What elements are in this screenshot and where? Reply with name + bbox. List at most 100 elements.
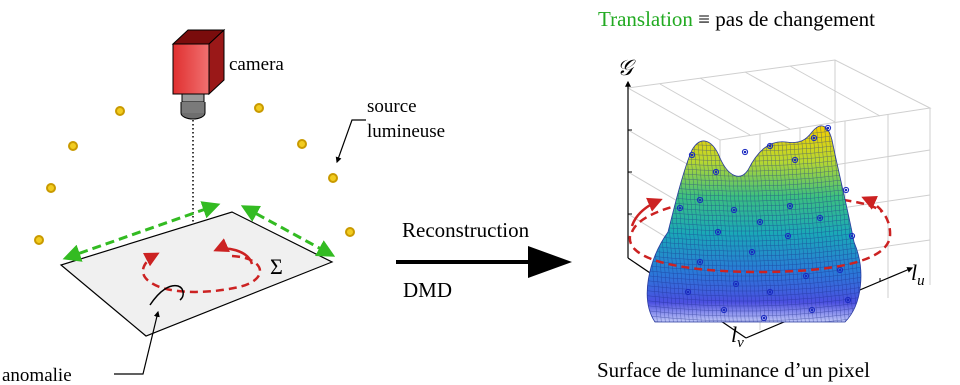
mesh-line (647, 315, 861, 322)
mesh-line (647, 220, 861, 232)
sample-point-center (818, 216, 822, 220)
middle-panel: Reconstruction DMD (396, 218, 572, 302)
sample-point (712, 168, 720, 176)
sample-point-center (788, 204, 792, 208)
sample-point (802, 272, 810, 280)
light-source-icon (34, 235, 44, 245)
sample-point (756, 218, 764, 226)
reconstruction-label: Reconstruction (402, 218, 530, 242)
rotation-arrow (141, 252, 262, 294)
axis-lv-label: lv (731, 322, 744, 351)
sample-point (748, 248, 756, 256)
sample-point-center (716, 230, 720, 234)
sample-point (766, 142, 774, 150)
rotation-arrow (213, 238, 254, 265)
left-panel: camera source lumineuse Σ anomalie (2, 28, 445, 385)
source-label-line2: lumineuse (367, 121, 445, 142)
anomaly-pointer (114, 310, 160, 375)
luminance-surface (646, 120, 886, 330)
sample-point-center (826, 126, 830, 130)
sample-point (784, 232, 792, 240)
surface-symbol: Σ (270, 254, 283, 279)
sample-point (786, 202, 794, 210)
sample-point-center (714, 170, 718, 174)
sample-point-center (678, 206, 682, 210)
mesh-line (815, 125, 835, 322)
translation-arrow (240, 205, 336, 257)
mesh-line (859, 125, 861, 322)
sample-point (791, 156, 799, 164)
sample-point (808, 306, 816, 314)
light-sources (34, 103, 355, 245)
source-pointer (335, 119, 366, 164)
source-label-line1: source (367, 96, 417, 117)
mesh-line (823, 125, 843, 322)
mesh-line (647, 255, 861, 267)
mesh-line (759, 125, 779, 322)
mesh-line (703, 125, 723, 322)
sample-point-center (786, 234, 790, 238)
sample-point-center (844, 188, 848, 192)
sample-point-center (734, 282, 738, 286)
translation-arrow (62, 201, 221, 262)
sample-point-center (762, 316, 766, 320)
mesh-line (647, 290, 861, 302)
mesh-line (647, 280, 861, 292)
sample-point-center (768, 144, 772, 148)
sample-point (696, 196, 704, 204)
right-panel: Translation ≡ pas de changement (597, 7, 932, 382)
mesh-line (864, 120, 882, 330)
mesh-line (763, 125, 783, 322)
sample-point (816, 214, 824, 222)
sample-point-center (686, 290, 690, 294)
camera-label: camera (229, 54, 284, 75)
mesh-line (795, 125, 815, 322)
mesh-line (799, 125, 819, 322)
mesh-line (647, 305, 861, 317)
sample-point (844, 296, 852, 304)
sample-point-center (732, 208, 736, 212)
sample-point (810, 134, 818, 142)
light-source-icon (345, 227, 355, 237)
sample-point-center (690, 153, 694, 157)
light-source-icon (68, 141, 78, 151)
sample-point (696, 258, 704, 266)
sample-point-center (850, 234, 854, 238)
mesh-line (647, 300, 861, 312)
surface-points (676, 124, 856, 322)
mesh-line (647, 250, 861, 262)
sample-point (848, 232, 856, 240)
mesh-line (811, 125, 831, 322)
mesh-line (647, 235, 861, 247)
caption: Surface de luminance d’un pixel (597, 358, 870, 382)
mesh-line (803, 125, 823, 322)
sample-point-center (804, 274, 808, 278)
sample-point-center (793, 158, 797, 162)
mesh-line (791, 125, 811, 322)
sample-point-center (768, 290, 772, 294)
mesh-line (647, 230, 861, 242)
mesh-line (647, 240, 861, 252)
sample-point-center (758, 220, 762, 224)
anomaly-curve (149, 284, 184, 306)
sample-point (842, 186, 850, 194)
mesh-line (787, 125, 807, 322)
mesh-line (711, 125, 731, 322)
mesh-line (807, 125, 827, 322)
sample-point (676, 204, 684, 212)
mesh-line (647, 285, 861, 297)
light-source-icon (254, 103, 264, 113)
light-source-icon (297, 139, 307, 149)
sample-point-center (698, 260, 702, 264)
translation-word: Translation (598, 7, 693, 31)
sample-point-center (750, 250, 754, 254)
sample-point (684, 288, 692, 296)
light-source-icon (328, 173, 338, 183)
mesh-line (647, 295, 861, 307)
sample-point-center (743, 150, 747, 154)
surface-plane (59, 211, 334, 337)
sample-point (714, 228, 722, 236)
mesh-line (868, 120, 886, 330)
mesh-line (819, 125, 839, 322)
